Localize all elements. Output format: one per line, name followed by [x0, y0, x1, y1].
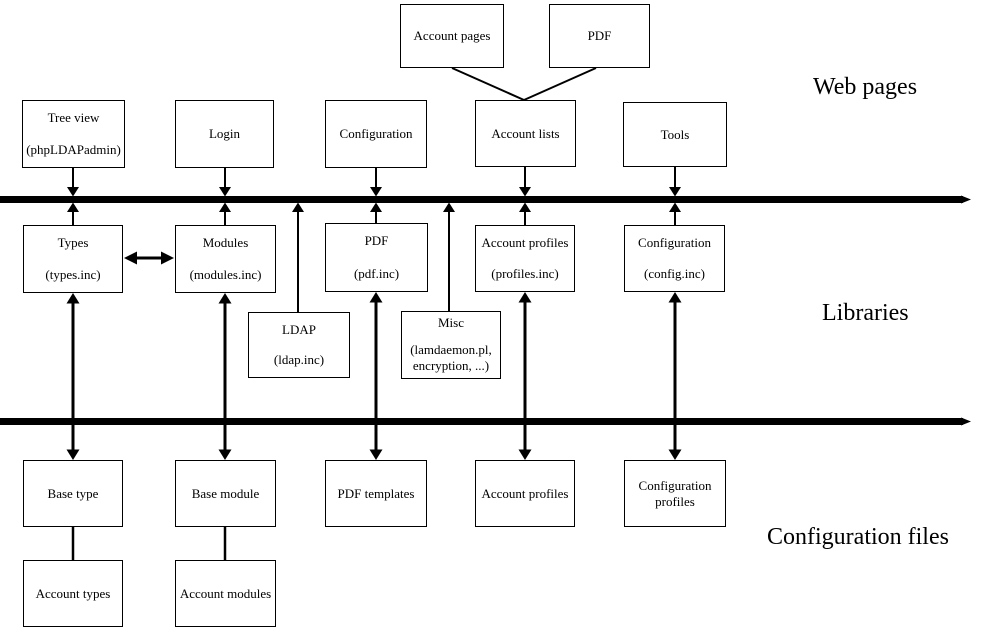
node-pdf-page: PDF — [549, 4, 650, 68]
node-label: Base module — [191, 485, 260, 501]
bus-line-web-libraries — [0, 195, 971, 204]
node-sublabel: (phpLDAPadmin) — [26, 142, 121, 157]
node-label: PDF — [587, 28, 612, 43]
arrow-configuration-page-to-bus — [370, 168, 382, 197]
node-label: Configuration — [638, 477, 712, 493]
node-pdf-templates: PDF templates — [325, 460, 427, 527]
arrow-types-modules — [124, 251, 174, 265]
node-pdf-lib: PDF (pdf.inc) — [325, 223, 428, 292]
node-configuration-profiles: Configuration profiles — [624, 460, 726, 527]
node-label: Account profiles — [481, 485, 569, 501]
node-misc-lib: Misc (lamdaemon.pl, encryption, ...) — [401, 311, 501, 379]
arrow-account-lists-to-bus — [519, 167, 531, 197]
node-account-profiles-lib: Account profiles (profiles.inc) — [475, 225, 575, 292]
arrow-types-to-bus — [67, 202, 79, 226]
node-tools: Tools — [623, 102, 727, 167]
node-label: Base type — [47, 485, 99, 501]
arrow-types-base-type — [66, 293, 80, 460]
node-tree-view: Tree view (phpLDAPadmin) — [22, 100, 125, 168]
node-login: Login — [175, 100, 274, 168]
layer-label-web-pages: Web pages — [813, 74, 918, 100]
node-account-lists: Account lists — [475, 100, 576, 167]
node-sublabel: (ldap.inc) — [273, 352, 325, 367]
arrow-configuration-lib-to-profiles — [668, 292, 682, 460]
node-account-modules: Account modules — [175, 560, 276, 627]
node-label: Types — [57, 235, 89, 250]
node-label: Tools — [660, 126, 690, 142]
arrow-modules-to-bus — [219, 202, 231, 226]
node-ldap-lib: LDAP (ldap.inc) — [248, 312, 350, 378]
line-account-pages-to-account-lists — [451, 67, 525, 101]
node-label: Account profiles — [481, 235, 569, 250]
arrow-misc-to-bus — [443, 202, 455, 312]
arrow-tree-view-to-bus — [67, 168, 79, 197]
node-label: Tree view — [47, 110, 100, 125]
arrow-account-profiles-lib-to-bus — [519, 202, 531, 226]
node-account-types: Account types — [23, 560, 123, 627]
node-account-pages: Account pages — [400, 4, 504, 68]
arrow-tools-to-bus — [669, 167, 681, 197]
node-sublabel: (pdf.inc) — [353, 266, 400, 281]
line-pdf-to-account-lists — [523, 67, 597, 101]
arrow-login-to-bus — [219, 168, 231, 197]
node-types-lib: Types (types.inc) — [23, 225, 123, 293]
node-label: PDF — [364, 233, 389, 248]
node-base-module: Base module — [175, 460, 276, 527]
node-label: Configuration — [638, 235, 711, 250]
node-configuration-lib: Configuration (config.inc) — [624, 225, 725, 292]
layer-label-libraries: Libraries — [822, 300, 909, 326]
node-label: Account lists — [491, 125, 560, 141]
node-label: Login — [208, 126, 241, 141]
node-label: Account pages — [413, 28, 491, 43]
node-label: Account modules — [179, 585, 272, 601]
node-base-type: Base type — [23, 460, 123, 527]
arrow-pdf-lib-pdf-templates — [369, 292, 383, 460]
node-label: LDAP — [282, 322, 316, 337]
node-sublabel: (types.inc) — [45, 267, 101, 282]
arrow-ldap-to-bus — [292, 202, 304, 313]
node-account-profiles-file: Account profiles — [475, 460, 575, 527]
arrow-account-profiles-lib-to-file — [518, 292, 532, 460]
node-sublabel: (modules.inc) — [189, 267, 262, 282]
layer-label-configuration-files: Configuration files — [767, 524, 949, 550]
node-sublabel: profiles — [655, 493, 695, 509]
node-configuration-page: Configuration — [325, 100, 427, 168]
arrow-modules-base-module — [218, 293, 232, 460]
node-sublabel: (profiles.inc) — [491, 266, 559, 281]
node-label: Misc — [438, 315, 464, 330]
arrow-pdf-lib-to-bus — [370, 202, 382, 224]
node-modules-lib: Modules (modules.inc) — [175, 225, 276, 293]
node-sublabel: (lamdaemon.pl, — [410, 342, 492, 357]
node-label: PDF templates — [337, 485, 415, 501]
node-sublabel: (config.inc) — [643, 266, 705, 281]
arrow-configuration-lib-to-bus — [669, 202, 681, 226]
bus-line-libraries-config — [0, 417, 971, 426]
node-label: Account types — [35, 585, 111, 601]
node-label: Modules — [202, 235, 249, 250]
node-label: Configuration — [339, 126, 413, 141]
node-sublabel: encryption, ...) — [412, 358, 490, 373]
